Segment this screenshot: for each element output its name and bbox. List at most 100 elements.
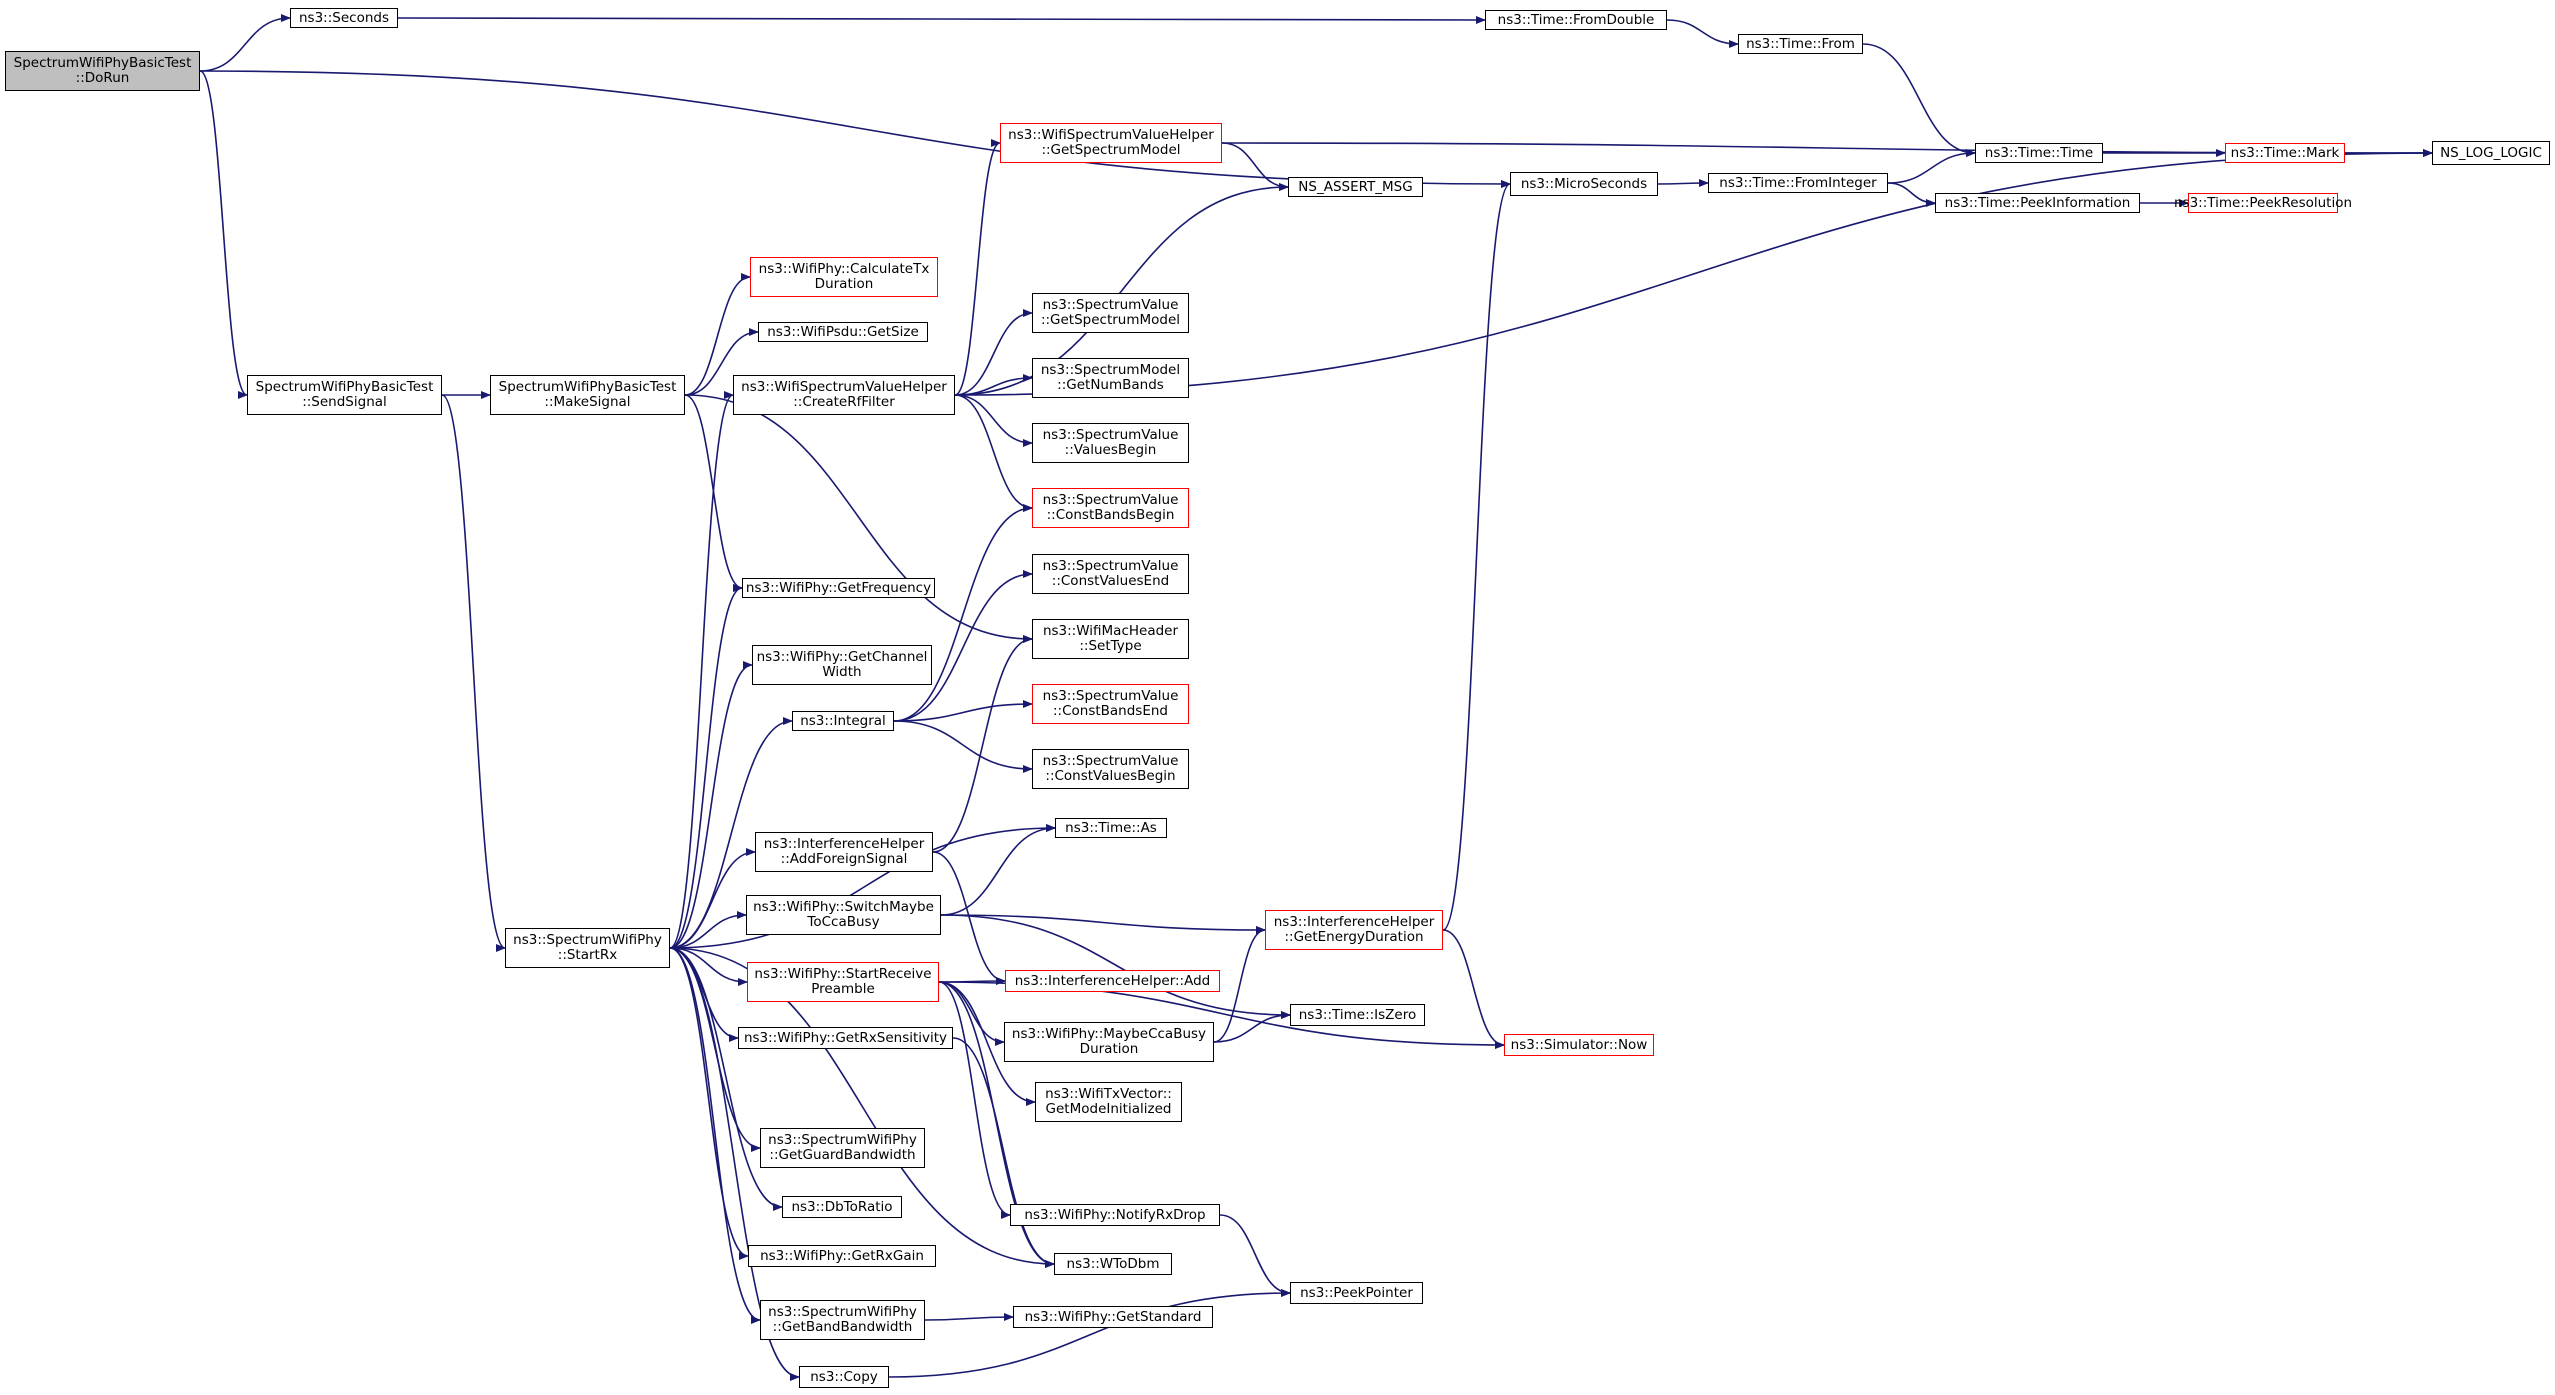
node-label-line: ::GetEnergyDuration	[1284, 929, 1424, 945]
edge-create-rf-filter-to-sm-get-num-bands	[954, 374, 1033, 396]
node-microseconds[interactable]: ns3::MicroSeconds	[1510, 172, 1658, 196]
node-label-line: ::StartRx	[557, 947, 618, 963]
node-label-line: ::ConstBandsEnd	[1052, 703, 1168, 719]
edge-switch-maybe-to-time-as	[940, 824, 1056, 916]
node-label-line: NS_LOG_LOGIC	[2440, 144, 2542, 161]
node-label-line: ns3::WifiPhy::CalculateTx	[758, 261, 930, 277]
node-label-line: ::SendSignal	[302, 394, 387, 410]
node-label-line: ns3::WifiPhy::StartReceive	[754, 966, 932, 982]
node-get-spectrum-model[interactable]: ns3::WifiSpectrumValueHelper::GetSpectru…	[1000, 123, 1222, 163]
node-label-line: SpectrumWifiPhyBasicTest	[498, 379, 677, 395]
node-send-signal[interactable]: SpectrumWifiPhyBasicTest::SendSignal	[247, 375, 442, 415]
node-get-band-bandwidth[interactable]: ns3::SpectrumWifiPhy::GetBandBandwidth	[760, 1300, 925, 1340]
edge-get-energy-duration-to-microseconds	[1442, 180, 1511, 931]
edge-start-rx-to-time-as	[669, 824, 1056, 949]
node-get-guard-bandwidth[interactable]: ns3::SpectrumWifiPhy::GetGuardBandwidth	[760, 1128, 925, 1168]
node-mac-set-type[interactable]: ns3::WifiMacHeader::SetType	[1032, 619, 1189, 659]
edge-create-rf-filter-to-sv-get-spectrum-model	[954, 309, 1033, 396]
node-sv-get-spectrum-model[interactable]: ns3::SpectrumValue::GetSpectrumModel	[1032, 293, 1189, 333]
edge-make-signal-to-psdu-get-size	[684, 328, 759, 396]
node-label-line: ns3::MicroSeconds	[1520, 175, 1648, 192]
node-notify-rx-drop[interactable]: ns3::WifiPhy::NotifyRxDrop	[1010, 1204, 1220, 1226]
node-label-line: ns3::SpectrumValue	[1042, 688, 1179, 704]
node-get-energy-duration[interactable]: ns3::InterferenceHelper::GetEnergyDurati…	[1265, 910, 1443, 950]
edge-start-rx-to-w-to-dbm	[669, 947, 1055, 1268]
node-time-time[interactable]: ns3::Time::Time	[1975, 143, 2103, 163]
node-label-line: ns3::Time::Mark	[2230, 144, 2340, 161]
node-label-line: ns3::WifiPsdu::GetSize	[767, 323, 919, 340]
edge-start-rx-to-switch-maybe	[669, 911, 747, 949]
edge-create-rf-filter-to-ns-assert-msg	[954, 183, 1289, 396]
node-label-line: ns3::WifiPhy::MaybeCcaBusy	[1011, 1026, 1207, 1042]
node-ih-add[interactable]: ns3::InterferenceHelper::Add	[1005, 970, 1220, 992]
edge-start-rx-to-get-band-bandwidth	[669, 947, 761, 1324]
node-simulator-now[interactable]: ns3::Simulator::Now	[1504, 1034, 1654, 1056]
node-get-frequency[interactable]: ns3::WifiPhy::GetFrequency	[742, 578, 935, 598]
node-sv-const-bands-end[interactable]: ns3::SpectrumValue::ConstBandsEnd	[1032, 684, 1189, 724]
node-w-to-dbm[interactable]: ns3::WToDbm	[1054, 1253, 1172, 1275]
node-time-is-zero[interactable]: ns3::Time::IsZero	[1290, 1004, 1425, 1026]
edge-start-rx-to-create-rf-filter	[669, 391, 734, 949]
edge-integral-to-sv-const-values-end	[893, 570, 1033, 722]
node-label-line: NS_ASSERT_MSG	[1298, 178, 1413, 195]
node-label-line: Preamble	[811, 981, 875, 997]
node-psdu-get-size[interactable]: ns3::WifiPsdu::GetSize	[758, 322, 928, 342]
node-label-line: ::SetType	[1079, 638, 1142, 654]
node-ns-assert-msg[interactable]: NS_ASSERT_MSG	[1288, 177, 1423, 197]
edge-create-rf-filter-to-get-spectrum-model	[954, 139, 1001, 396]
node-get-standard[interactable]: ns3::WifiPhy::GetStandard	[1013, 1306, 1213, 1328]
node-seconds[interactable]: ns3::Seconds	[290, 8, 398, 28]
node-sv-const-values-begin[interactable]: ns3::SpectrumValue::ConstValuesBegin	[1032, 749, 1189, 789]
edge-integral-to-sv-const-bands-begin	[893, 504, 1033, 722]
node-label-line: ns3::SpectrumValue	[1042, 427, 1179, 443]
node-sm-get-num-bands[interactable]: ns3::SpectrumModel::GetNumBands	[1032, 358, 1189, 398]
node-peek-information[interactable]: ns3::Time::PeekInformation	[1935, 193, 2140, 213]
node-peek-pointer[interactable]: ns3::PeekPointer	[1290, 1282, 1423, 1304]
node-create-rf-filter[interactable]: ns3::WifiSpectrumValueHelper::CreateRfFi…	[733, 375, 955, 415]
node-from-integer[interactable]: ns3::Time::FromInteger	[1708, 173, 1888, 193]
node-label-line: ns3::WifiPhy::GetRxSensitivity	[743, 1029, 948, 1046]
edge-get-spectrum-model-to-ns-assert-msg	[1221, 142, 1289, 191]
node-copy[interactable]: ns3::Copy	[799, 1366, 889, 1388]
edge-start-rx-to-add-foreign-signal	[669, 848, 756, 949]
node-add-foreign-signal[interactable]: ns3::InterferenceHelper::AddForeignSigna…	[755, 832, 933, 872]
edge-dorun-to-seconds	[199, 14, 291, 72]
node-label-line: ns3::Time::PeekInformation	[1944, 194, 2131, 211]
node-label-line: ns3::SpectrumValue	[1042, 492, 1179, 508]
node-ns-log-logic[interactable]: NS_LOG_LOGIC	[2432, 141, 2550, 165]
node-label-line: GetModeInitialized	[1045, 1101, 1172, 1117]
node-label-line: Duration	[1079, 1041, 1139, 1057]
node-label-line: ns3::Time::From	[1746, 35, 1855, 52]
node-label-line: ns3::WifiSpectrumValueHelper	[741, 379, 947, 395]
node-db-to-ratio[interactable]: ns3::DbToRatio	[782, 1196, 902, 1218]
node-label-line: SpectrumWifiPhyBasicTest	[13, 55, 192, 71]
node-label-line: ns3::Time::FromDouble	[1497, 11, 1655, 28]
node-mode-initialized[interactable]: ns3::WifiTxVector::GetModeInitialized	[1035, 1082, 1182, 1122]
node-time-as[interactable]: ns3::Time::As	[1055, 818, 1167, 838]
node-label-line: ns3::SpectrumModel	[1040, 362, 1181, 378]
node-start-rx[interactable]: ns3::SpectrumWifiPhy::StartRx	[505, 928, 670, 968]
node-label-line: Duration	[814, 276, 874, 292]
node-get-rx-sensitivity[interactable]: ns3::WifiPhy::GetRxSensitivity	[738, 1027, 953, 1049]
node-sv-const-values-end[interactable]: ns3::SpectrumValue::ConstValuesEnd	[1032, 554, 1189, 594]
node-make-signal[interactable]: SpectrumWifiPhyBasicTest::MakeSignal	[490, 375, 685, 415]
edge-make-signal-to-calculate-tx	[684, 273, 751, 396]
node-get-rx-gain[interactable]: ns3::WifiPhy::GetRxGain	[748, 1245, 936, 1267]
node-from-double[interactable]: ns3::Time::FromDouble	[1485, 10, 1667, 30]
edge-from-integer-to-peek-information	[1887, 182, 1936, 207]
node-label-line: ns3::Time::IsZero	[1298, 1006, 1417, 1023]
edge-make-signal-to-mac-set-type	[684, 394, 1033, 643]
node-label-line: ns3::Integral	[800, 712, 886, 729]
node-time-from[interactable]: ns3::Time::From	[1738, 34, 1863, 54]
node-integral[interactable]: ns3::Integral	[792, 711, 894, 731]
node-sv-values-begin[interactable]: ns3::SpectrumValue::ValuesBegin	[1032, 423, 1189, 463]
node-sv-const-bands-begin[interactable]: ns3::SpectrumValue::ConstBandsBegin	[1032, 488, 1189, 528]
node-time-mark[interactable]: ns3::Time::Mark	[2225, 143, 2345, 163]
node-peek-resolution[interactable]: ns3::Time::PeekResolution	[2174, 193, 2352, 213]
node-label-line: ::GetSpectrumModel	[1040, 312, 1181, 328]
